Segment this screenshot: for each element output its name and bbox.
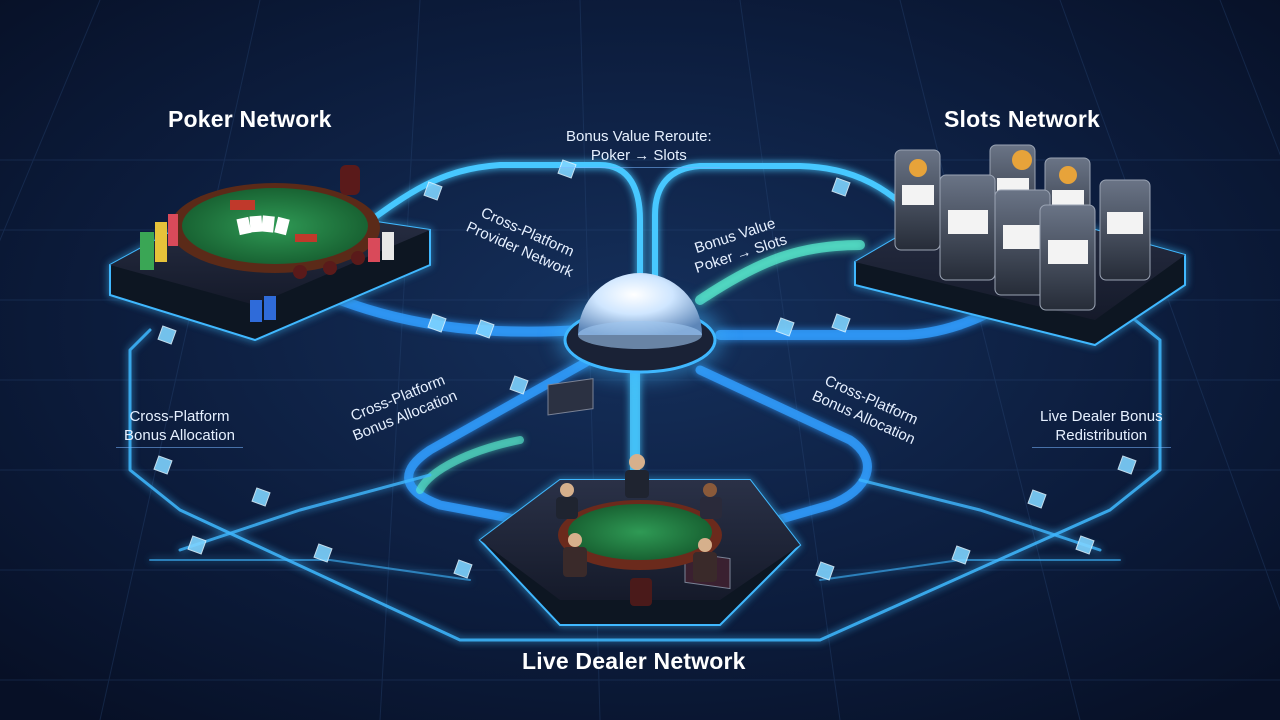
poker-network-title: Poker Network [168, 106, 332, 133]
flow-label-left-outer: Cross-Platform Bonus Allocation [116, 407, 243, 448]
flow-label-left-outer-line1: Cross-Platform [124, 407, 235, 426]
flow-label-top-line2: Poker → Slots [566, 146, 712, 165]
flow-label-top-line1: Bonus Value Reroute: [566, 127, 712, 146]
flow-label-right-outer: Live Dealer Bonus Redistribution [1032, 407, 1171, 448]
flow-label-right-outer-line1: Live Dealer Bonus [1040, 407, 1163, 426]
slots-network-title: Slots Network [944, 106, 1100, 133]
flow-label-left-outer-line2: Bonus Allocation [124, 426, 235, 445]
live-dealer-network-title: Live Dealer Network [522, 648, 746, 675]
flow-label-right-outer-line2: Redistribution [1040, 426, 1163, 445]
flow-label-top: Bonus Value Reroute: Poker → Slots [558, 127, 720, 168]
